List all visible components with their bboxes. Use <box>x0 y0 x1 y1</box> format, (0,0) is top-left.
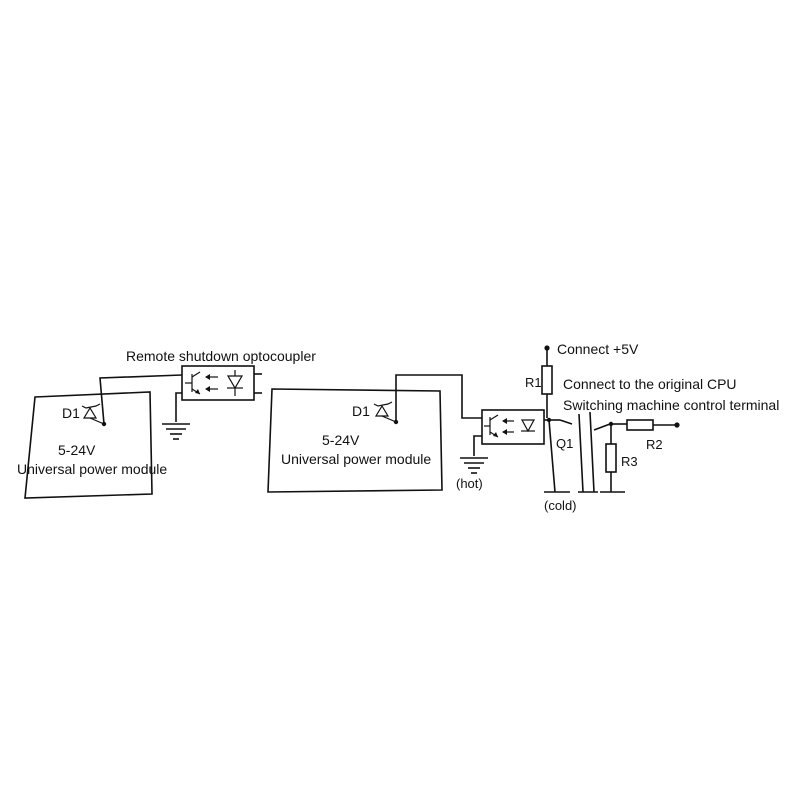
left-module-name: Universal power module <box>17 461 167 477</box>
right-module-d1-label: D1 <box>352 403 370 419</box>
remote-optocoupler <box>181 365 255 401</box>
remote-ground-wire <box>175 392 182 422</box>
main-optocoupler <box>481 409 545 445</box>
resistor-icon <box>605 443 617 473</box>
resistor-icon <box>541 365 553 395</box>
hot-label: (hot) <box>456 476 483 491</box>
right-module-box <box>267 388 443 493</box>
connect-5v-label: Connect +5V <box>557 341 639 357</box>
cold-wire <box>548 419 556 493</box>
left-power-module: D1 5-24V Universal power module <box>17 391 167 499</box>
left-d1-wire <box>99 374 183 425</box>
right-d1-wire <box>395 374 482 422</box>
r1-label: R1 <box>525 375 542 390</box>
resistor-icon <box>626 419 654 431</box>
zener-icon <box>81 403 105 425</box>
npn-transistor-icon <box>559 411 611 493</box>
ground-icon <box>460 457 488 474</box>
right-module-name: Universal power module <box>281 451 431 467</box>
optocoupler-icon <box>481 409 545 445</box>
cold-label: (cold) <box>544 498 577 513</box>
left-module-box <box>24 391 153 499</box>
left-module-d1-label: D1 <box>62 405 80 421</box>
remote-optocoupler-label: Remote shutdown optocoupler <box>126 348 316 364</box>
right-module-voltage: 5-24V <box>322 432 360 448</box>
q1-label: Q1 <box>556 436 573 451</box>
right-power-module: D1 5-24V Universal power module <box>267 388 443 493</box>
zener-icon <box>373 401 397 423</box>
r3-label: R3 <box>621 454 638 469</box>
optocoupler-icon <box>181 365 255 401</box>
cpu-terminal <box>674 422 680 428</box>
connect-cpu-line2: Switching machine control terminal <box>563 397 779 413</box>
r2-label: R2 <box>646 437 663 452</box>
connect-cpu-line1: Connect to the original CPU <box>563 376 737 392</box>
ground-icon <box>162 423 190 440</box>
hot-ground-wire <box>473 435 482 456</box>
left-module-voltage: 5-24V <box>58 442 96 458</box>
